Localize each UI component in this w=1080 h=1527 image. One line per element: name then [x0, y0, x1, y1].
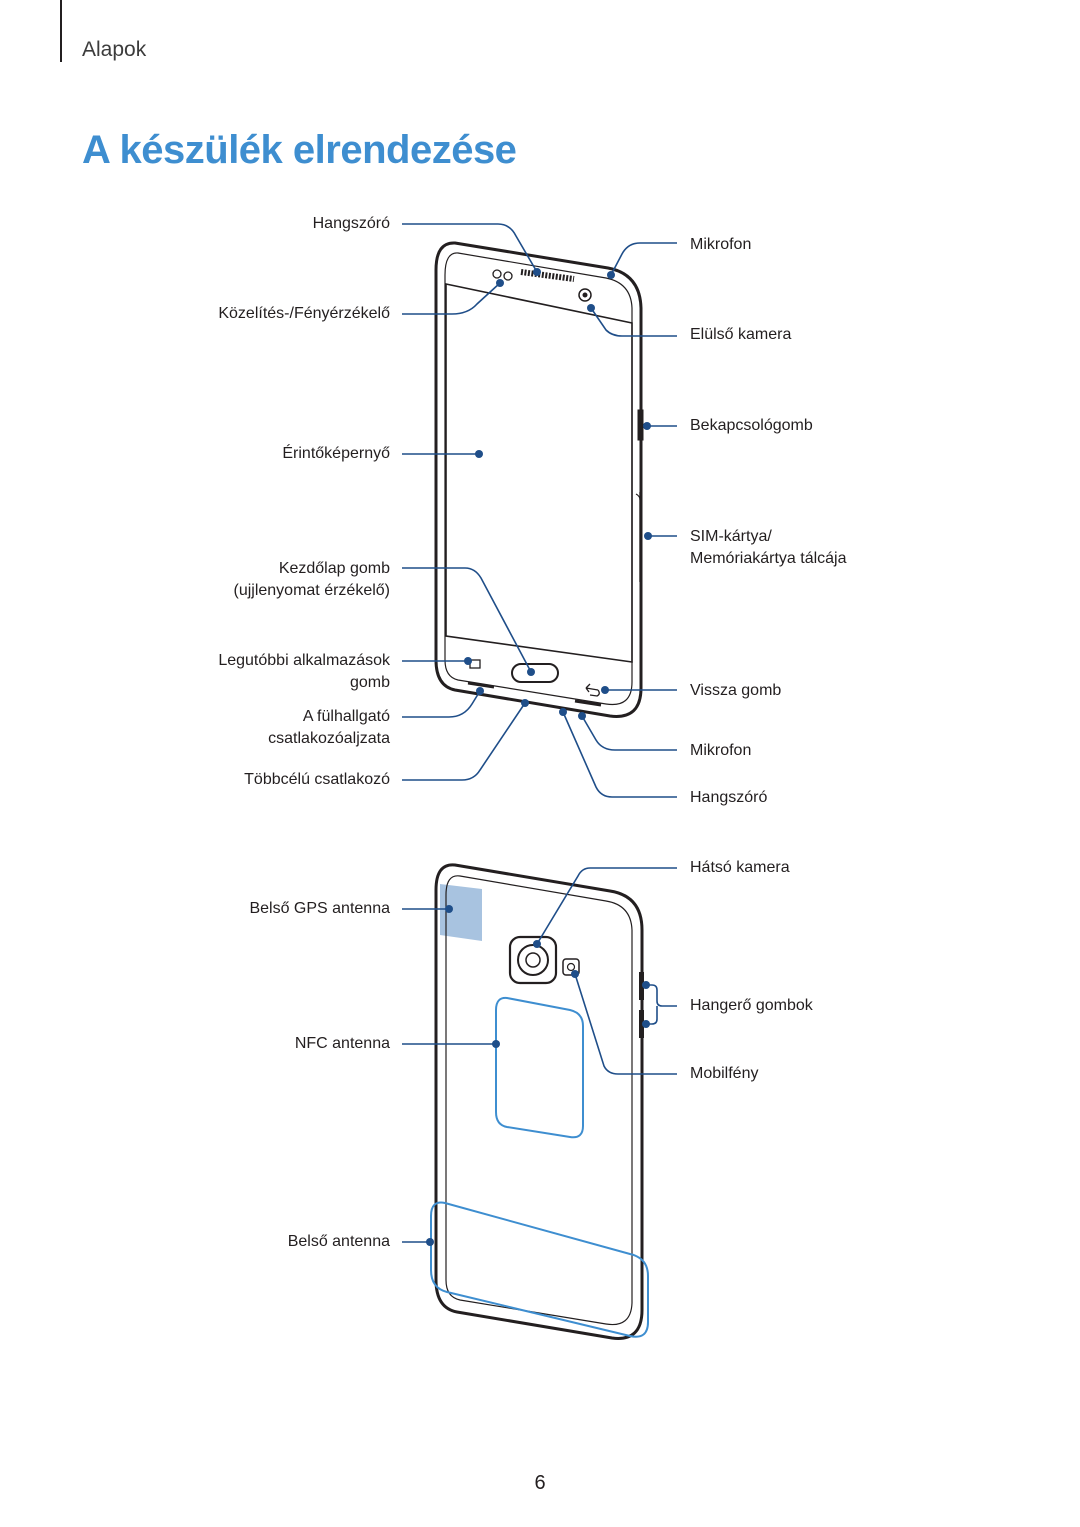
- label-sim-tray-2: Memóriakártya tálcája: [690, 550, 847, 567]
- label-volume-keys: Hangerő gombok: [690, 997, 813, 1014]
- section-name: Alapok: [82, 38, 147, 61]
- label-touchscreen: Érintőképernyő: [282, 445, 390, 462]
- header-rule: [60, 0, 62, 62]
- label-speaker-bottom: Hangszóró: [690, 789, 768, 806]
- page-number: 6: [534, 1472, 546, 1494]
- label-home-button-note: (ujjlenyomat érzékelő): [233, 582, 390, 599]
- label-nfc-antenna: NFC antenna: [294, 1035, 390, 1052]
- label-mic-top: Mikrofon: [690, 236, 752, 253]
- callout-dots: [426, 268, 652, 1246]
- label-mic-bottom: Mikrofon: [690, 742, 752, 759]
- label-headset-jack-2: csatlakozóaljzata: [268, 730, 390, 747]
- label-gps-antenna: Belső GPS antenna: [249, 900, 390, 917]
- callout-lines: [402, 223, 677, 1243]
- label-recent-apps-2: gomb: [349, 674, 390, 691]
- label-proximity-sensor: Közelítés-/Fényérzékelő: [218, 305, 390, 322]
- label-recent-apps: Legutóbbi alkalmazások: [218, 652, 390, 669]
- label-speaker-top: Hangszóró: [312, 215, 390, 232]
- front-phone-illustration: [434, 241, 644, 718]
- page-title: A készülék elrendezése: [82, 128, 517, 172]
- label-power-key: Bekapcsológomb: [690, 417, 813, 434]
- back-phone-illustration: [430, 863, 649, 1340]
- label-home-button: Kezdőlap gomb: [278, 560, 390, 577]
- label-rear-camera: Hátsó kamera: [690, 859, 790, 876]
- label-sim-tray: SIM-kártya/: [690, 528, 772, 545]
- label-front-camera: Elülső kamera: [690, 326, 792, 343]
- label-main-antenna: Belső antenna: [287, 1233, 390, 1250]
- label-back-button: Vissza gomb: [690, 682, 782, 699]
- label-multipurpose-jack: Többcélú csatlakozó: [244, 771, 390, 788]
- label-headset-jack: A fülhallgató: [302, 708, 390, 725]
- label-flash: Mobilfény: [690, 1065, 759, 1082]
